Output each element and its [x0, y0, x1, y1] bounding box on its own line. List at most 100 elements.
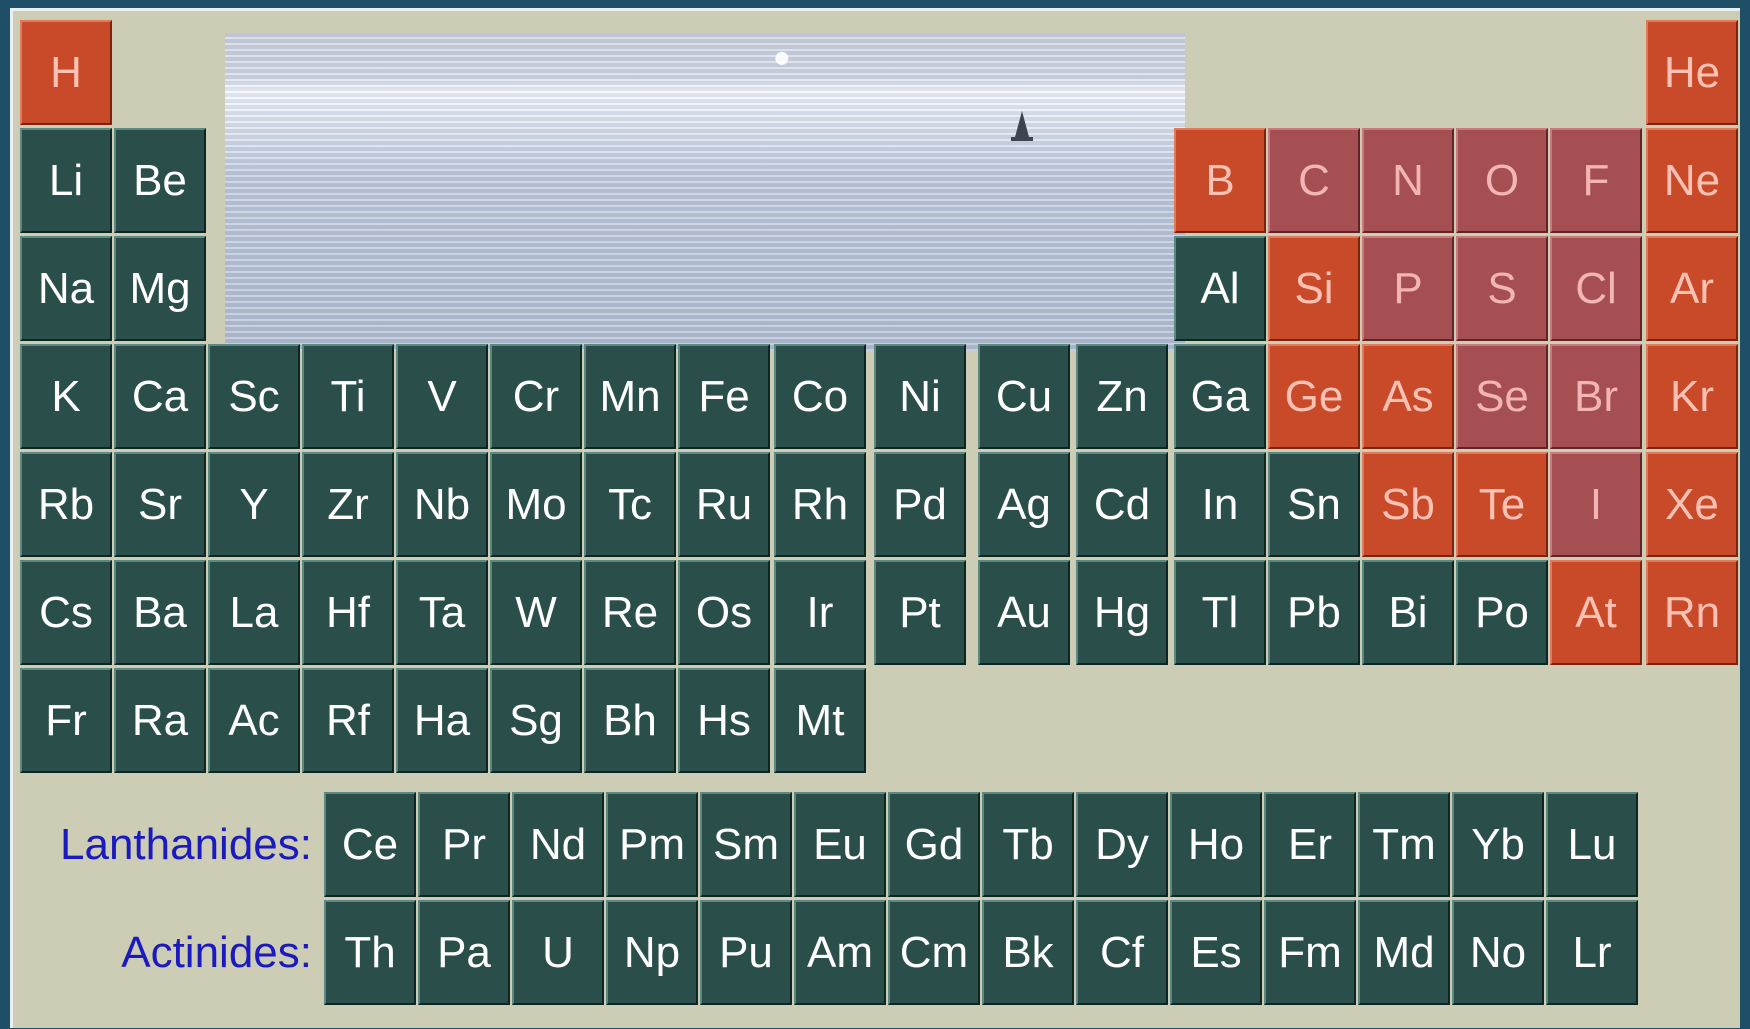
element-sg[interactable]: Sg [490, 668, 582, 773]
element-rn[interactable]: Rn [1646, 560, 1738, 665]
element-es[interactable]: Es [1170, 900, 1262, 1005]
element-ra[interactable]: Ra [114, 668, 206, 773]
element-th[interactable]: Th [324, 900, 416, 1005]
element-la[interactable]: La [208, 560, 300, 665]
element-sm[interactable]: Sm [700, 792, 792, 897]
element-fm[interactable]: Fm [1264, 900, 1356, 1005]
element-po[interactable]: Po [1456, 560, 1548, 665]
element-cd[interactable]: Cd [1076, 452, 1168, 557]
element-in[interactable]: In [1174, 452, 1266, 557]
element-yb[interactable]: Yb [1452, 792, 1544, 897]
element-cr[interactable]: Cr [490, 344, 582, 449]
element-pt[interactable]: Pt [874, 560, 966, 665]
element-no[interactable]: No [1452, 900, 1544, 1005]
element-h[interactable]: H [20, 20, 112, 125]
element-sb[interactable]: Sb [1362, 452, 1454, 557]
element-se[interactable]: Se [1456, 344, 1548, 449]
element-fr[interactable]: Fr [20, 668, 112, 773]
element-hf[interactable]: Hf [302, 560, 394, 665]
element-he[interactable]: He [1646, 20, 1738, 125]
element-mo[interactable]: Mo [490, 452, 582, 557]
element-er[interactable]: Er [1264, 792, 1356, 897]
element-cu[interactable]: Cu [978, 344, 1070, 449]
element-ti[interactable]: Ti [302, 344, 394, 449]
element-am[interactable]: Am [794, 900, 886, 1005]
element-y[interactable]: Y [208, 452, 300, 557]
element-gd[interactable]: Gd [888, 792, 980, 897]
element-mn[interactable]: Mn [584, 344, 676, 449]
element-w[interactable]: W [490, 560, 582, 665]
element-cs[interactable]: Cs [20, 560, 112, 665]
element-ni[interactable]: Ni [874, 344, 966, 449]
element-nd[interactable]: Nd [512, 792, 604, 897]
element-p[interactable]: P [1362, 236, 1454, 341]
element-md[interactable]: Md [1358, 900, 1450, 1005]
element-lr[interactable]: Lr [1546, 900, 1638, 1005]
element-mt[interactable]: Mt [774, 668, 866, 773]
element-tb[interactable]: Tb [982, 792, 1074, 897]
element-tc[interactable]: Tc [584, 452, 676, 557]
element-at[interactable]: At [1550, 560, 1642, 665]
element-ne[interactable]: Ne [1646, 128, 1738, 233]
element-o[interactable]: O [1456, 128, 1548, 233]
element-as[interactable]: As [1362, 344, 1454, 449]
element-ce[interactable]: Ce [324, 792, 416, 897]
element-rb[interactable]: Rb [20, 452, 112, 557]
element-cl[interactable]: Cl [1550, 236, 1642, 341]
element-i[interactable]: I [1550, 452, 1642, 557]
element-nb[interactable]: Nb [396, 452, 488, 557]
element-os[interactable]: Os [678, 560, 770, 665]
element-v[interactable]: V [396, 344, 488, 449]
element-pb[interactable]: Pb [1268, 560, 1360, 665]
element-au[interactable]: Au [978, 560, 1070, 665]
element-ta[interactable]: Ta [396, 560, 488, 665]
element-pa[interactable]: Pa [418, 900, 510, 1005]
element-lu[interactable]: Lu [1546, 792, 1638, 897]
element-xe[interactable]: Xe [1646, 452, 1738, 557]
element-tl[interactable]: Tl [1174, 560, 1266, 665]
element-sc[interactable]: Sc [208, 344, 300, 449]
element-ac[interactable]: Ac [208, 668, 300, 773]
element-pu[interactable]: Pu [700, 900, 792, 1005]
element-ha[interactable]: Ha [396, 668, 488, 773]
element-sn[interactable]: Sn [1268, 452, 1360, 557]
element-si[interactable]: Si [1268, 236, 1360, 341]
element-na[interactable]: Na [20, 236, 112, 341]
element-li[interactable]: Li [20, 128, 112, 233]
element-rf[interactable]: Rf [302, 668, 394, 773]
element-rh[interactable]: Rh [774, 452, 866, 557]
element-re[interactable]: Re [584, 560, 676, 665]
element-bi[interactable]: Bi [1362, 560, 1454, 665]
element-bh[interactable]: Bh [584, 668, 676, 773]
element-ca[interactable]: Ca [114, 344, 206, 449]
element-dy[interactable]: Dy [1076, 792, 1168, 897]
element-ga[interactable]: Ga [1174, 344, 1266, 449]
element-fe[interactable]: Fe [678, 344, 770, 449]
element-be[interactable]: Be [114, 128, 206, 233]
element-zr[interactable]: Zr [302, 452, 394, 557]
element-ba[interactable]: Ba [114, 560, 206, 665]
element-ag[interactable]: Ag [978, 452, 1070, 557]
element-pm[interactable]: Pm [606, 792, 698, 897]
element-sr[interactable]: Sr [114, 452, 206, 557]
element-ar[interactable]: Ar [1646, 236, 1738, 341]
element-co[interactable]: Co [774, 344, 866, 449]
element-np[interactable]: Np [606, 900, 698, 1005]
element-n[interactable]: N [1362, 128, 1454, 233]
element-b[interactable]: B [1174, 128, 1266, 233]
element-u[interactable]: U [512, 900, 604, 1005]
element-br[interactable]: Br [1550, 344, 1642, 449]
element-ru[interactable]: Ru [678, 452, 770, 557]
element-kr[interactable]: Kr [1646, 344, 1738, 449]
element-pr[interactable]: Pr [418, 792, 510, 897]
element-k[interactable]: K [20, 344, 112, 449]
element-tm[interactable]: Tm [1358, 792, 1450, 897]
element-bk[interactable]: Bk [982, 900, 1074, 1005]
element-c[interactable]: C [1268, 128, 1360, 233]
element-zn[interactable]: Zn [1076, 344, 1168, 449]
element-hg[interactable]: Hg [1076, 560, 1168, 665]
element-pd[interactable]: Pd [874, 452, 966, 557]
element-cf[interactable]: Cf [1076, 900, 1168, 1005]
element-cm[interactable]: Cm [888, 900, 980, 1005]
element-al[interactable]: Al [1174, 236, 1266, 341]
